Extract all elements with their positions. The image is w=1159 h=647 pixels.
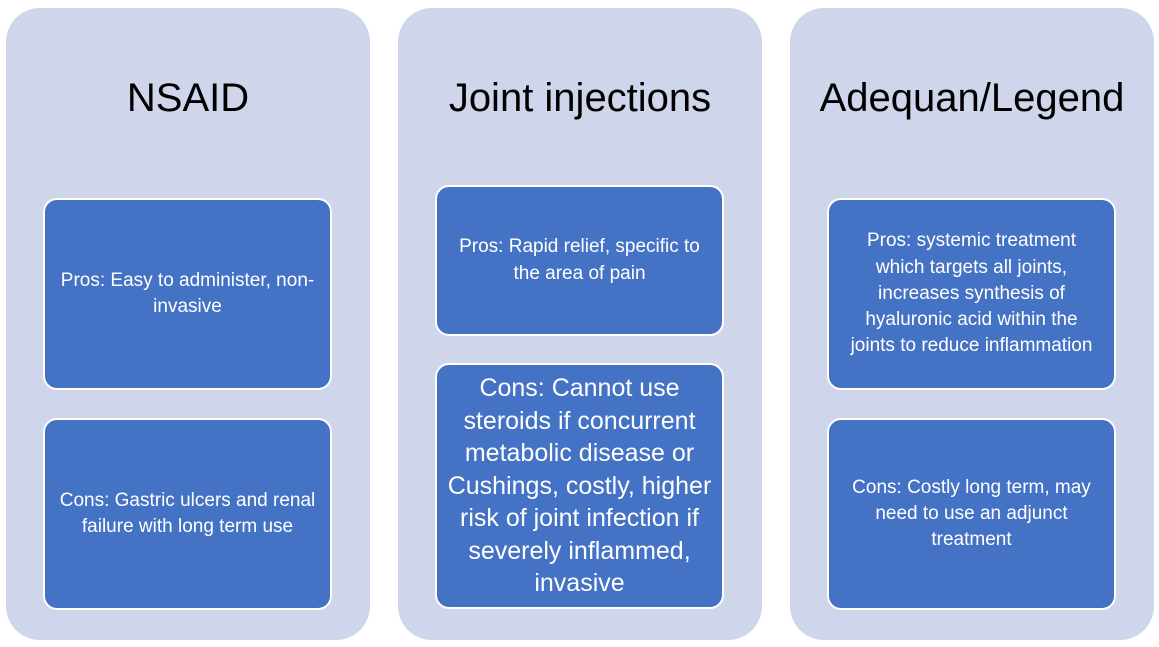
column-adequan-legend: Adequan/Legend Pros: systemic treatment … bbox=[790, 8, 1154, 640]
pros-box: Pros: systemic treatment which targets a… bbox=[827, 198, 1116, 390]
pros-box: Pros: Easy to administer, non-invasive bbox=[43, 198, 332, 390]
pros-box: Pros: Rapid relief, specific to the area… bbox=[435, 185, 724, 336]
column-joint-injections: Joint injections Pros: Rapid relief, spe… bbox=[398, 8, 762, 640]
column-title: Adequan/Legend bbox=[819, 76, 1125, 120]
cons-box: Cons: Gastric ulcers and renal failure w… bbox=[43, 418, 332, 610]
column-title: NSAID bbox=[126, 76, 250, 120]
column-title: Joint injections bbox=[448, 76, 712, 120]
cons-box: Cons: Cannot use steroids if concurrent … bbox=[435, 363, 724, 609]
cons-box: Cons: Costly long term, may need to use … bbox=[827, 418, 1116, 610]
column-nsaid: NSAID Pros: Easy to administer, non-inva… bbox=[6, 8, 370, 640]
